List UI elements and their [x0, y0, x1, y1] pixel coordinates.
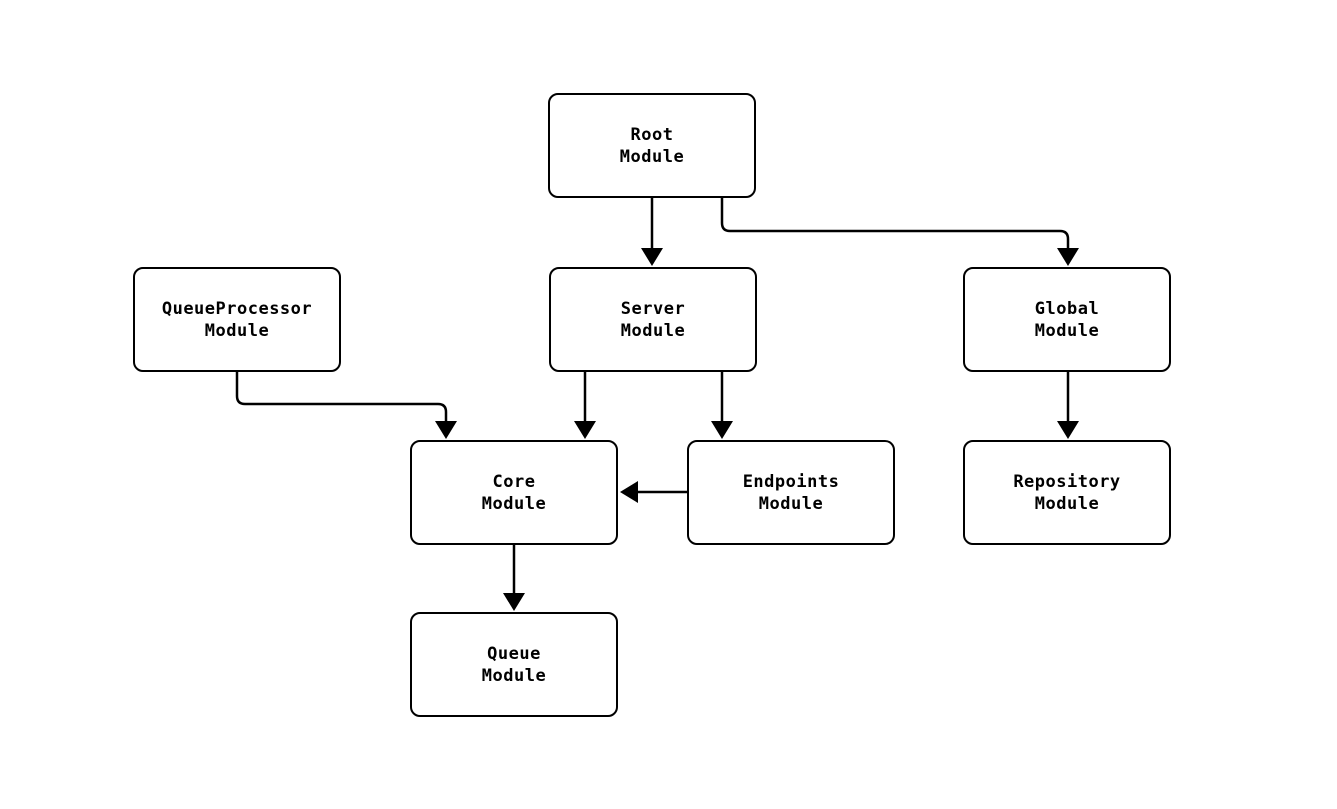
arrowhead-endpoints-to-core: [620, 481, 638, 503]
node-server-module: Server Module: [549, 267, 757, 372]
arrowhead-queueprocessor-to-core: [435, 421, 457, 439]
node-root-module: Root Module: [548, 93, 756, 198]
arrowhead-server-to-core: [574, 421, 596, 439]
node-repository-module: Repository Module: [963, 440, 1171, 545]
arrowhead-core-to-queue: [503, 593, 525, 611]
node-core-module: Core Module: [410, 440, 618, 545]
arrowhead-root-to-global: [1057, 248, 1079, 266]
arrowhead-global-to-repository: [1057, 421, 1079, 439]
node-queueprocessor-module: QueueProcessor Module: [133, 267, 341, 372]
edge-queueprocessor-to-core: [235, 371, 448, 425]
arrowhead-server-to-endpoints: [711, 421, 733, 439]
arrowhead-root-to-server: [641, 248, 663, 266]
edge-root-to-global: [720, 198, 1070, 251]
node-endpoints-module: Endpoints Module: [687, 440, 895, 545]
node-global-module: Global Module: [963, 267, 1171, 372]
node-queue-module: Queue Module: [410, 612, 618, 717]
